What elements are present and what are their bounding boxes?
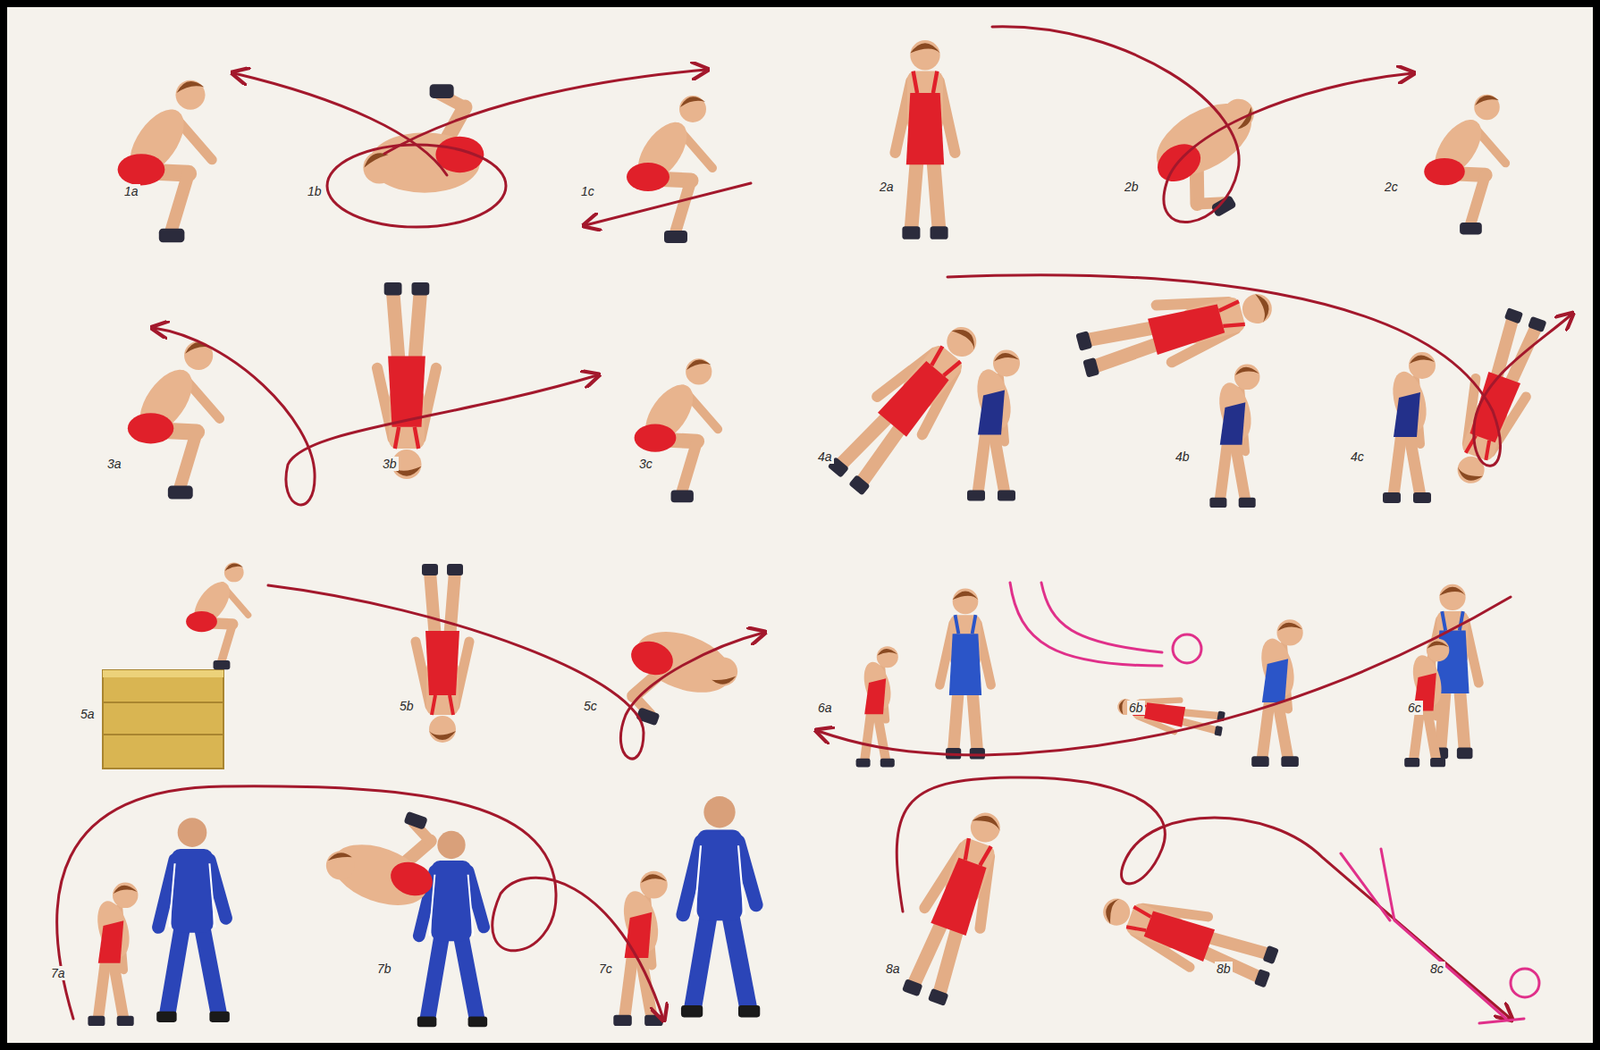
callout-number: 7c — [597, 961, 615, 977]
callout-number: 4a — [816, 449, 834, 464]
callout-number: 1c — [579, 184, 597, 199]
vaulting-box — [102, 670, 224, 769]
callout-number: 5a — [78, 707, 97, 722]
callout-number: 1a — [122, 184, 141, 199]
callout-number: 2c — [1382, 179, 1400, 194]
callout-number: 8b — [1214, 961, 1233, 977]
callout-number: 6a — [816, 700, 834, 716]
callout-number: 5b — [397, 698, 416, 714]
callout-number: 8c — [1428, 961, 1446, 977]
wrestler-figures — [87, 40, 1553, 1028]
callout-number: 4b — [1173, 449, 1192, 464]
callout-number: 1b — [305, 184, 324, 199]
callout-number: 3c — [637, 456, 655, 472]
page-ground — [7, 7, 1593, 1044]
motion-arrows — [57, 26, 1572, 1019]
callout-number: 6c — [1406, 700, 1424, 716]
callout-number: 3a — [105, 456, 124, 472]
callout-number: 6b — [1127, 700, 1146, 716]
callout-number: 2b — [1122, 179, 1141, 194]
pink-sketch — [1010, 582, 1540, 1024]
callout-number: 2a — [877, 179, 896, 194]
callout-number: 8a — [884, 961, 902, 977]
callout-number: 7b — [375, 961, 394, 977]
callout-number: 7a — [49, 966, 68, 981]
callout-number: 3b — [380, 456, 399, 472]
callout-number: 5c — [581, 698, 599, 714]
callout-number: 4c — [1348, 449, 1366, 464]
